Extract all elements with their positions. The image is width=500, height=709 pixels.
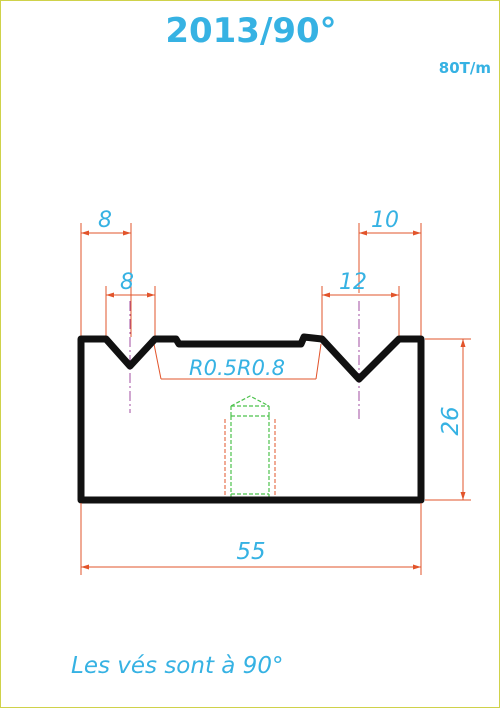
dim-right-v — [321, 286, 400, 337]
radius-label: R0.5R0.8 — [189, 356, 285, 380]
dim-right-v-label: 12 — [339, 270, 367, 295]
dim-top-right — [358, 223, 422, 337]
hidden-bolt-thread — [224, 419, 276, 499]
dim-top-right-label: 10 — [371, 208, 399, 233]
dim-top-left-label: 8 — [98, 208, 112, 233]
dim-overall-width-label: 55 — [236, 539, 265, 565]
dim-height — [425, 338, 471, 501]
dim-overall-width — [80, 503, 422, 575]
radius-leader — [153, 343, 322, 380]
dim-left-v — [105, 286, 156, 337]
die-outline — [77, 333, 425, 504]
centerlines — [129, 301, 360, 421]
tonnage-rating: 80T/m — [438, 59, 491, 77]
dim-height-label: 26 — [438, 406, 464, 435]
page-title: 2013/90° — [165, 11, 337, 51]
dim-left-v-label: 8 — [120, 270, 134, 295]
hidden-bolt-hole — [230, 395, 270, 499]
dim-top-left — [80, 223, 132, 337]
footnote: Les vés sont à 90° — [71, 653, 284, 679]
